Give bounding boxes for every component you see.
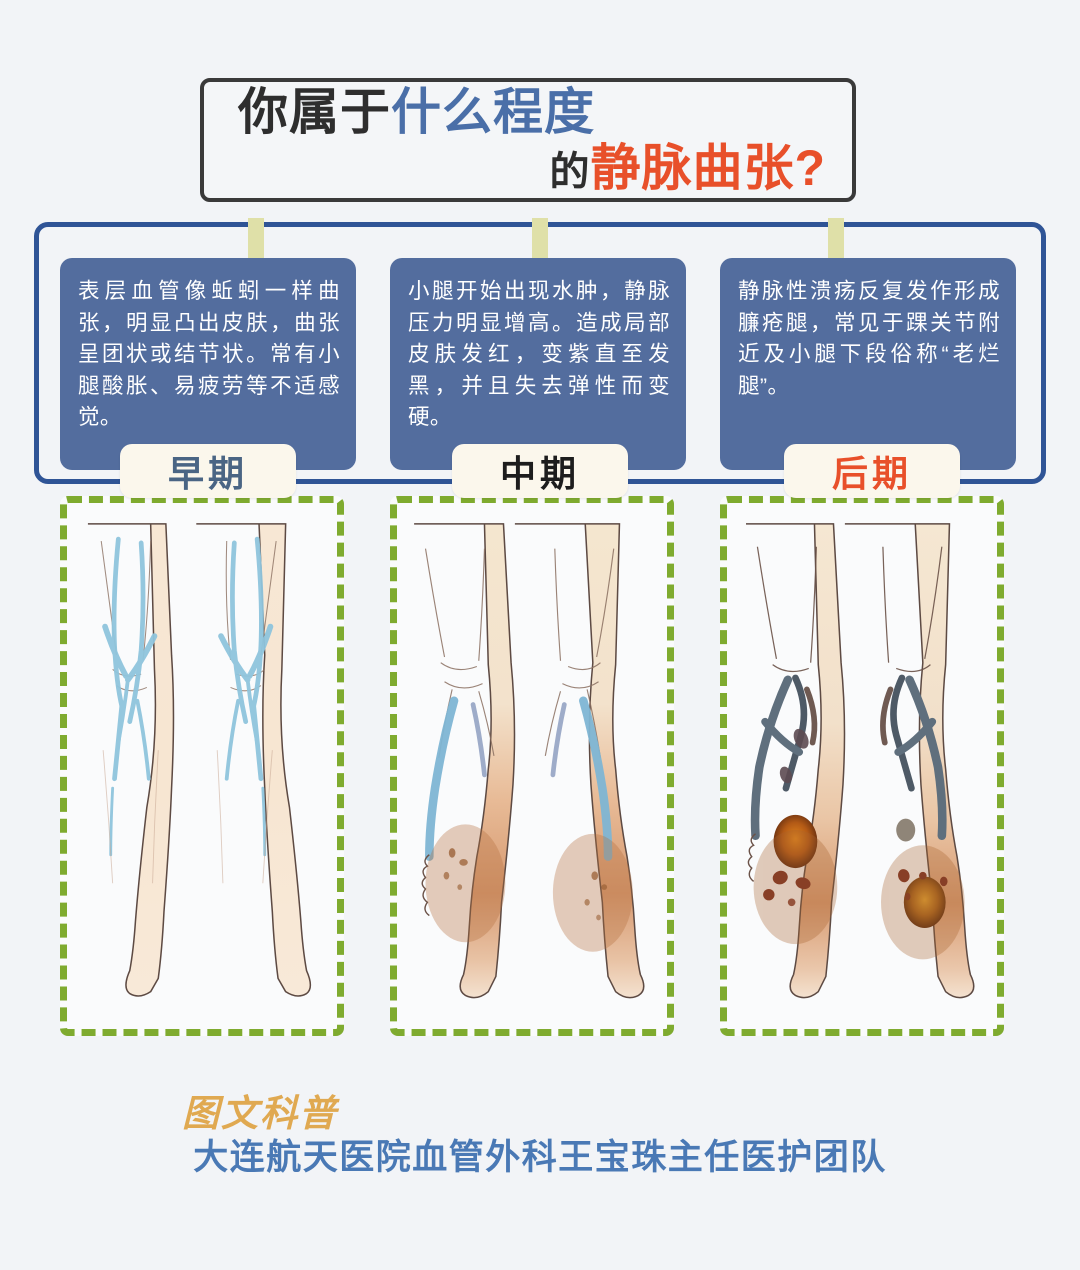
vein-nodules-late <box>779 728 809 784</box>
stage-card-late: 静脉性溃疡反复发作形成臁疮腿，常见于踝关节附近及小腿下段俗称“老烂腿”。 <box>720 258 1016 470</box>
legs-illustration-early <box>87 523 312 997</box>
legs-illustration-late <box>746 523 975 999</box>
ankle-bumpy-edge <box>421 854 430 917</box>
stage-badge-early: 早期 <box>120 444 296 498</box>
satellite-lesions-late <box>763 869 948 907</box>
ulcer-left-main <box>773 814 818 869</box>
title-text-dark-1: 你属于 <box>238 84 391 140</box>
ankle-bumpy-edge <box>747 833 756 882</box>
illustration-panel-early <box>60 496 344 1036</box>
stage-card-early: 表层血管像蚯蚓一样曲张，明显凸出皮肤，曲张呈团状或结节状。常有小腿酸胀、易疲劳等… <box>60 258 356 470</box>
skin-darkening-middle <box>425 824 633 952</box>
title-line-1: 你属于什么程度 <box>238 87 826 137</box>
title-box: 你属于什么程度 的静脉曲张? <box>200 78 856 202</box>
stage-badge-late: 后期 <box>784 444 960 498</box>
title-text-dark-2: 的 <box>549 150 591 194</box>
footer-team-label: 大连航天医院血管外科王宝珠主任医护团队 <box>193 1137 887 1177</box>
stage-badge-label-early: 早期 <box>167 454 248 494</box>
connector-stem-early <box>248 218 264 258</box>
ulcer-right-small <box>896 818 916 842</box>
stage-description-middle: 小腿开始出现水肿，静脉压力明显增高。造成局部皮肤发红，变紫直至发黑，并且失去弹性… <box>408 279 670 430</box>
engorged-veins-middle <box>425 696 613 861</box>
skin-darkening-late <box>753 830 965 960</box>
surface-veins-left-early <box>102 536 158 857</box>
knee-contours <box>424 548 615 758</box>
illustration-panel-late <box>720 496 1004 1036</box>
knee-contours <box>100 540 277 692</box>
connector-stem-late <box>828 218 844 258</box>
left-leg-shape <box>87 523 175 997</box>
ulcers-late <box>773 814 946 928</box>
left-leg-shape <box>746 523 846 999</box>
footer-kepu-label: 图文科普 <box>182 1093 338 1134</box>
knee-contours <box>756 546 943 673</box>
legs-illustration-middle <box>414 523 645 999</box>
stage-badge-middle: 中期 <box>452 444 628 498</box>
stage-card-middle: 小腿开始出现水肿，静脉压力明显增高。造成局部皮肤发红，变紫直至发黑，并且失去弹性… <box>390 258 686 470</box>
stage-description-late: 静脉性溃疡反复发作形成臁疮腿，常见于踝关节附近及小腿下段俗称“老烂腿”。 <box>738 279 1000 398</box>
pigment-spots-middle <box>443 848 608 921</box>
stage-badge-label-middle: 中期 <box>499 454 580 494</box>
title-text-red: 静脉曲张? <box>590 140 826 196</box>
footer: 图文科普 大连航天医院血管外科王宝珠主任医护团队 <box>0 1093 1080 1180</box>
stage-description-early: 表层血管像蚯蚓一样曲张，明显凸出皮肤，曲张呈团状或结节状。常有小腿酸胀、易疲劳等… <box>78 279 340 430</box>
right-leg-shape <box>514 523 645 999</box>
surface-veins-right-early <box>218 536 274 857</box>
right-leg-shape <box>196 523 312 997</box>
calf-shading-early <box>102 750 273 884</box>
title-line-2: 的静脉曲张? <box>238 143 826 193</box>
illustration-panel-middle <box>390 496 674 1036</box>
title-text-blue: 什么程度 <box>391 84 595 140</box>
left-leg-shape <box>414 523 516 999</box>
connector-stem-middle <box>532 218 548 258</box>
stage-badge-label-late: 后期 <box>831 454 912 494</box>
bulging-dark-veins-late <box>750 674 947 841</box>
ulcer-right-main <box>903 876 946 928</box>
